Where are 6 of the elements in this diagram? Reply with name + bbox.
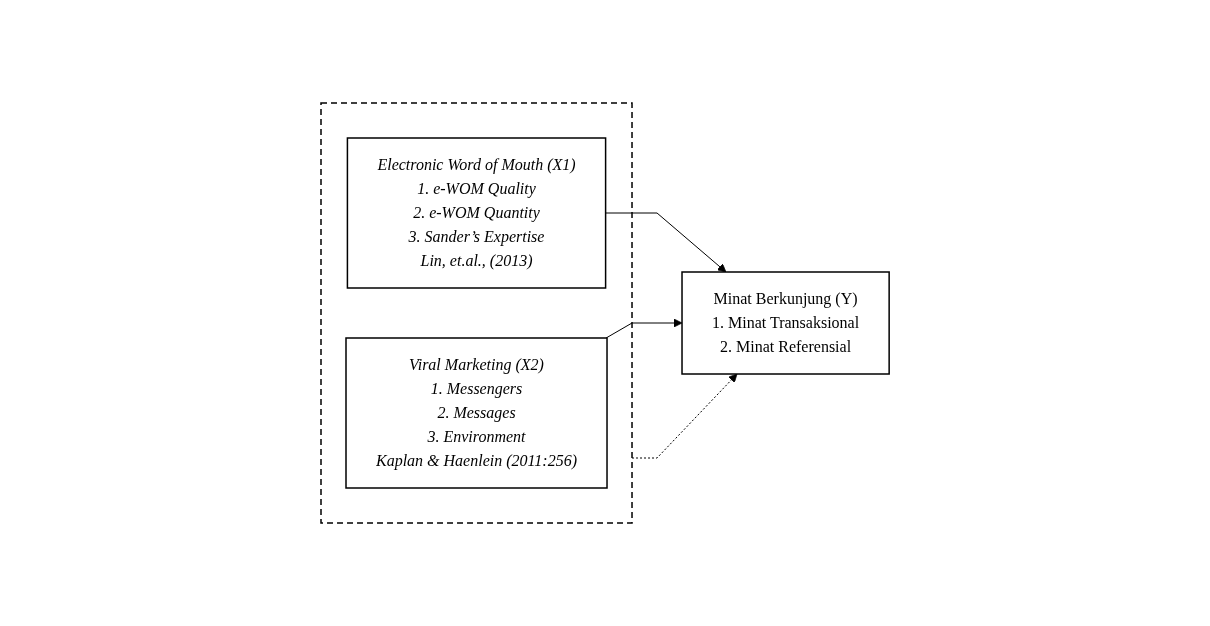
- arrow: [605, 212, 727, 273]
- cluster: [320, 102, 633, 524]
- arrow: [631, 373, 738, 459]
- node-box: Viral Marketing (X2) 1. Messengers 2. Messages 3. Environment Kaplan & Haenlein (2011:256): [345, 337, 608, 489]
- node-box: Electronic Word of Mouth (X1) 1. e-WOM Quality 2. e-WOM Quantity 3. Sander’s Expertise Lin, et.al., (2013): [346, 137, 607, 289]
- node-box: Minat Berkunjung (Y) 1. Minat Transaksional 2. Minat Referensial: [681, 271, 890, 375]
